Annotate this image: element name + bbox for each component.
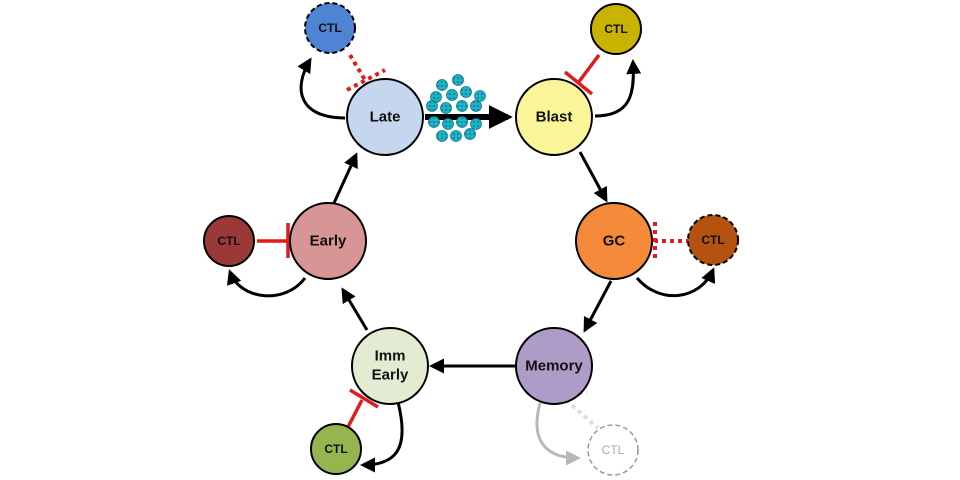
arrow-gc-to-memory — [583, 280, 613, 333]
arrow-blast-to-ctl — [594, 59, 642, 118]
virion-cluster — [426, 74, 486, 142]
arrow-immearly-to-ctl — [360, 401, 404, 473]
node-late-label: Late — [370, 109, 401, 126]
virion-particle — [446, 89, 458, 101]
ctl-gc-label: CTL — [701, 233, 724, 247]
virion-particle — [428, 116, 440, 128]
node-imm-early-label-1: Imm — [375, 348, 406, 365]
inhibition-late — [348, 53, 370, 87]
node-early-label: Early — [310, 233, 347, 250]
ctl-imm-early-label: CTL — [324, 442, 347, 456]
arrow-immearly-to-early — [341, 287, 369, 331]
node-imm-early: Imm Early — [351, 327, 429, 405]
virion-particle — [470, 100, 482, 112]
virion-particle — [436, 79, 448, 91]
ctl-node-gc: CTL — [687, 214, 739, 266]
arrow-late-to-ctl — [297, 57, 346, 120]
stage-nodes: Late Blast GC Memory Imm Early Early — [289, 78, 653, 405]
inhibition-immearly-bar — [349, 388, 379, 409]
virion-particle — [440, 102, 452, 114]
inhibition-late-bar — [346, 68, 386, 92]
virion-particle — [464, 128, 476, 140]
virion-particle — [436, 130, 448, 142]
node-gc-label: GC — [603, 233, 626, 250]
node-early: Early — [289, 202, 367, 280]
arrow-gc-to-ctl — [635, 267, 716, 298]
inhibition-immearly — [346, 399, 364, 428]
ctl-node-late: CTL — [304, 2, 356, 54]
arrow-early-to-ctl — [226, 269, 307, 298]
node-gc: GC — [575, 202, 653, 280]
arrow-memory-to-ctl — [535, 402, 581, 466]
virion-particle — [450, 130, 462, 142]
virion-particle — [452, 74, 464, 86]
node-blast-label: Blast — [536, 109, 573, 126]
node-blast: Blast — [515, 78, 593, 156]
ctl-inhibitions — [257, 53, 690, 430]
ctl-node-early: CTL — [203, 215, 255, 267]
virion-particle — [426, 100, 438, 112]
virion-particle — [460, 86, 472, 98]
ctl-blast-label: CTL — [604, 22, 627, 36]
ctl-memory-label: CTL — [602, 443, 625, 457]
node-late: Late — [346, 78, 424, 156]
ctl-induction-arrows — [226, 57, 716, 473]
virion-particle — [456, 100, 468, 112]
cycle-arrows — [332, 105, 613, 374]
ctl-nodes: CTL CTL CTL CTL CTL CTL — [203, 2, 739, 476]
inhibition-memory — [564, 398, 600, 430]
arrow-early-to-late — [332, 152, 358, 204]
node-memory: Memory — [515, 327, 593, 405]
ctl-node-blast: CTL — [590, 3, 642, 55]
virion-particle — [474, 90, 486, 102]
node-memory-label: Memory — [525, 358, 583, 375]
ctl-late-label: CTL — [318, 21, 341, 35]
virion-particle — [442, 118, 454, 130]
virion-particle — [456, 116, 468, 128]
inhibition-blast-bar — [563, 70, 594, 96]
ctl-node-imm-early: CTL — [310, 423, 362, 475]
inhibition-blast — [576, 53, 601, 85]
ctl-early-label: CTL — [217, 234, 240, 248]
node-imm-early-label-2: Early — [372, 367, 409, 384]
arrow-blast-to-gc — [578, 151, 608, 203]
virion-particle — [470, 118, 482, 130]
ctl-node-memory: CTL — [587, 424, 639, 476]
